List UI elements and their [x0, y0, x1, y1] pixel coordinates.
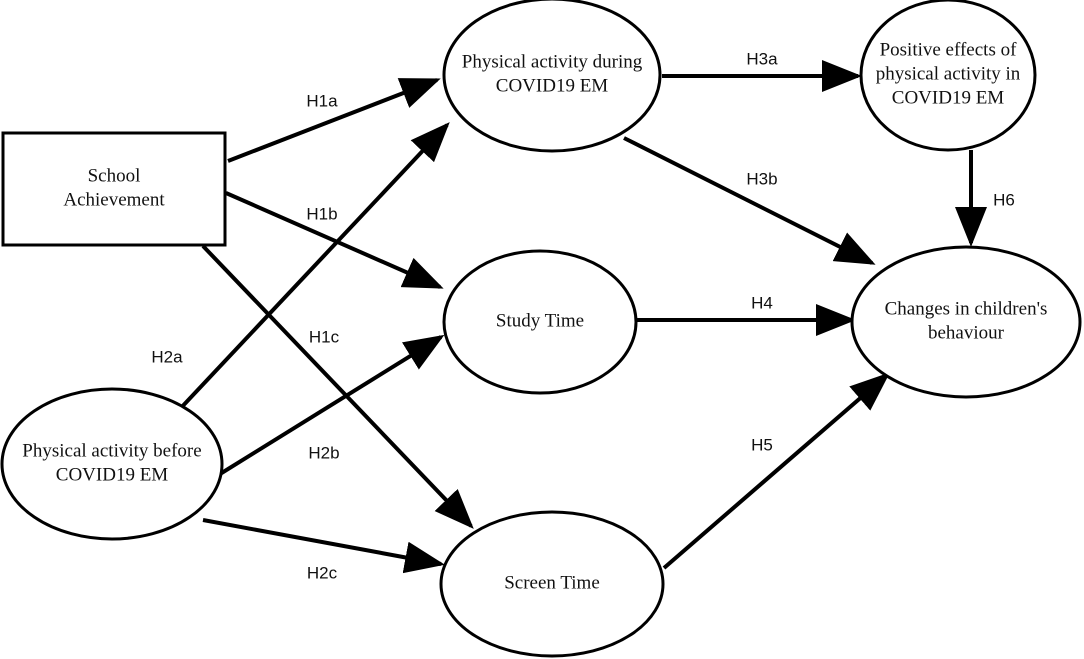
- edge-label-h2b: H2b: [308, 443, 339, 462]
- edge-label-h4: H4: [751, 293, 773, 312]
- edge-label-h1c: H1c: [309, 327, 340, 346]
- node-school-box: [1, 131, 227, 247]
- node-positive-text: physical activity in: [876, 63, 1021, 84]
- edges-layer: [176, 60, 987, 574]
- node-positive-ellipse: [859, 0, 1037, 152]
- node-school-text: School: [88, 165, 141, 186]
- node-changes-text: Changes in children's: [885, 298, 1048, 319]
- arrow-h3b: [623, 136, 876, 265]
- edge-label-h2a: H2a: [151, 347, 183, 366]
- node-screen-ellipse: [439, 510, 665, 658]
- node-pa_during-ellipse: [442, 0, 662, 153]
- edge-label-h3b: H3b: [746, 169, 777, 188]
- node-study-ellipse: [442, 249, 638, 395]
- node-screen-text: Screen Time: [504, 572, 600, 593]
- node-pa_before-text: COVID19 EM: [56, 464, 169, 485]
- node-pa_during-text: Physical activity during: [462, 51, 643, 72]
- node-changes: Changes in children's behaviour: [850, 245, 1082, 399]
- node-screen: Screen Time: [439, 510, 665, 658]
- node-changes-ellipse: [850, 245, 1082, 399]
- node-positive-text: Positive effects of: [880, 39, 1018, 60]
- arrow-h2a: [176, 122, 450, 413]
- arrow-h2c: [202, 518, 445, 574]
- node-pa_during-text: COVID19 EM: [496, 75, 609, 96]
- edge-label-h5: H5: [751, 435, 773, 454]
- node-study: Study Time: [442, 249, 638, 395]
- node-pa_before-text: Physical activity before: [22, 440, 201, 461]
- node-school-text: Achievement: [63, 189, 165, 210]
- node-positive-text: COVID19 EM: [892, 87, 1005, 108]
- node-study-text: Study Time: [496, 310, 584, 331]
- arrow-h1c: [201, 244, 474, 529]
- edge-label-h1a: H1a: [306, 91, 338, 110]
- node-positive: Positive effects of physical activity in C…: [859, 0, 1037, 152]
- node-pa_before-ellipse: [0, 387, 224, 541]
- arrow-h1b: [225, 191, 444, 289]
- edge-label-h3a: H3a: [746, 49, 778, 68]
- arrow-h1a: [227, 78, 441, 163]
- arrow-h5: [662, 372, 891, 570]
- arrow-h2b: [218, 334, 445, 476]
- edge-label-h1b: H1b: [306, 204, 337, 223]
- node-changes-text: behaviour: [928, 322, 1005, 343]
- edge-label-h2c: H2c: [307, 563, 338, 582]
- edge-label-h6: H6: [993, 190, 1015, 209]
